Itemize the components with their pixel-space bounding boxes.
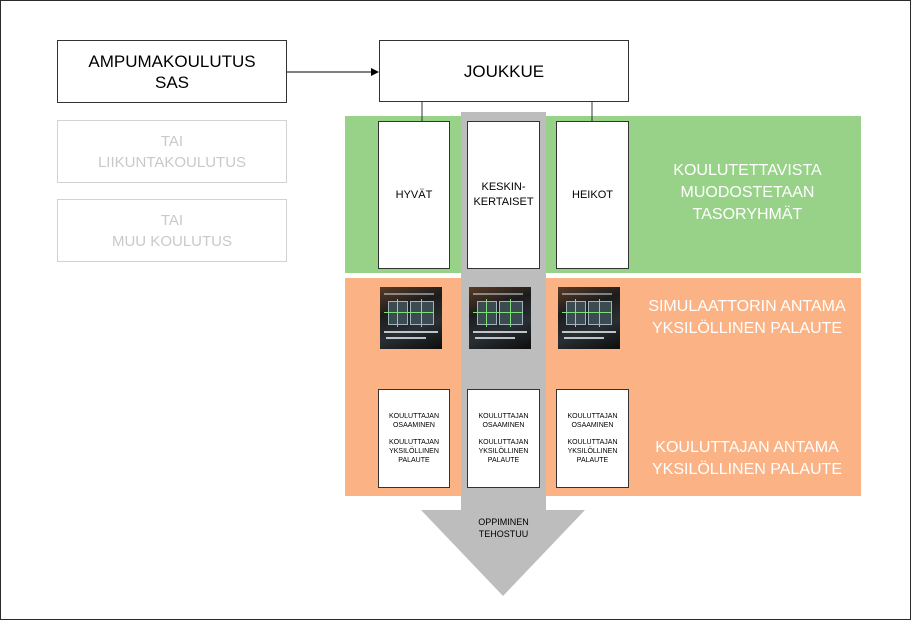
connector-arrowhead xyxy=(371,68,379,76)
green-band-line1: KOULUTETTAVISTA xyxy=(673,162,822,179)
arrow-label-line2: TEHOSTUU xyxy=(478,529,529,539)
training-alt2-line1: TAI xyxy=(160,211,184,229)
fb-a1: KOULUTTAJAN xyxy=(567,413,618,420)
group-average-line1: KESKIN- xyxy=(481,181,526,193)
green-band-line3: TASORYHMÄT xyxy=(692,206,803,223)
simulator-screen-image xyxy=(558,287,620,349)
training-main-box: AMPUMAKOULUTUS SAS xyxy=(57,40,287,103)
fb-b3: PALAUTE xyxy=(576,457,609,464)
trainer-feedback-box: KOULUTTAJAN OSAAMINEN KOULUTTAJAN YKSILÖ… xyxy=(556,389,629,488)
fb-a2: OSAAMINEN xyxy=(482,422,525,429)
trainer-band-text: KOULUTTAJAN ANTAMA YKSILÖLLINEN PALAUTE xyxy=(636,437,858,481)
training-alt2-line2: MUU KOULUTUS xyxy=(111,232,232,250)
green-band-line2: MUODOSTETAAN xyxy=(680,184,815,201)
fb-b1: KOULUTTAJAN xyxy=(567,439,618,446)
training-alt2-box: TAI MUU KOULUTUS xyxy=(57,199,287,262)
fb-b2: YKSILÖLLINEN xyxy=(567,448,618,455)
training-alt1-box: TAI LIIKUNTAKOULUTUS xyxy=(57,120,287,183)
simulator-band-line1: SIMULAATTORIN ANTAMA xyxy=(648,298,846,315)
group-box-weak: HEIKOT xyxy=(556,121,629,269)
training-main-line2: SAS xyxy=(154,72,190,92)
trainer-feedback-box: KOULUTTAJAN OSAAMINEN KOULUTTAJAN YKSILÖ… xyxy=(378,389,450,488)
fb-b3: PALAUTE xyxy=(398,457,430,464)
simulator-screen-image xyxy=(469,287,531,349)
fb-a2: OSAAMINEN xyxy=(571,422,614,429)
trainer-band-line1: KOULUTTAJAN ANTAMA xyxy=(655,439,839,456)
simulator-band-text: SIMULAATTORIN ANTAMA YKSILÖLLINEN PALAUT… xyxy=(636,296,858,340)
arrow-head xyxy=(421,510,585,596)
simulator-screen-image xyxy=(380,287,442,349)
fb-b1: KOULUTTAJAN xyxy=(478,439,529,446)
group-weak-line1: HEIKOT xyxy=(572,188,613,201)
fb-b2: YKSILÖLLINEN xyxy=(389,448,439,455)
group-average-line2: KERTAISET xyxy=(473,196,534,208)
group-box-good: HYVÄT xyxy=(378,121,450,269)
arrow-label-line1: OPPIMINEN xyxy=(478,517,529,527)
arrow-label: OPPIMINEN TEHOSTUU xyxy=(461,516,546,540)
trainer-feedback-box: KOULUTTAJAN OSAAMINEN KOULUTTAJAN YKSILÖ… xyxy=(467,389,540,488)
group-good-line1: HYVÄT xyxy=(395,188,433,201)
training-alt1-line2: LIIKUNTAKOULUTUS xyxy=(97,153,247,171)
trainer-band-line2: YKSILÖLLINEN PALAUTE xyxy=(652,461,842,478)
fb-a2: OSAAMINEN xyxy=(392,422,435,429)
unit-box: JOUKKUE xyxy=(379,40,629,102)
unit-label: JOUKKUE xyxy=(463,61,545,81)
training-main-line1: AMPUMAKOULUTUS xyxy=(88,51,256,71)
group-box-average: KESKIN- KERTAISET xyxy=(467,121,540,269)
fb-b1: KOULUTTAJAN xyxy=(388,439,440,446)
fb-a1: KOULUTTAJAN xyxy=(388,413,440,420)
simulator-band-line2: YKSILÖLLINEN PALAUTE xyxy=(652,320,842,337)
fb-b3: PALAUTE xyxy=(487,457,520,464)
green-band-text: KOULUTETTAVISTA MUODOSTETAAN TASORYHMÄT xyxy=(640,160,855,226)
fb-a1: KOULUTTAJAN xyxy=(478,413,529,420)
training-alt1-line1: TAI xyxy=(160,132,184,150)
fb-b2: YKSILÖLLINEN xyxy=(478,448,529,455)
